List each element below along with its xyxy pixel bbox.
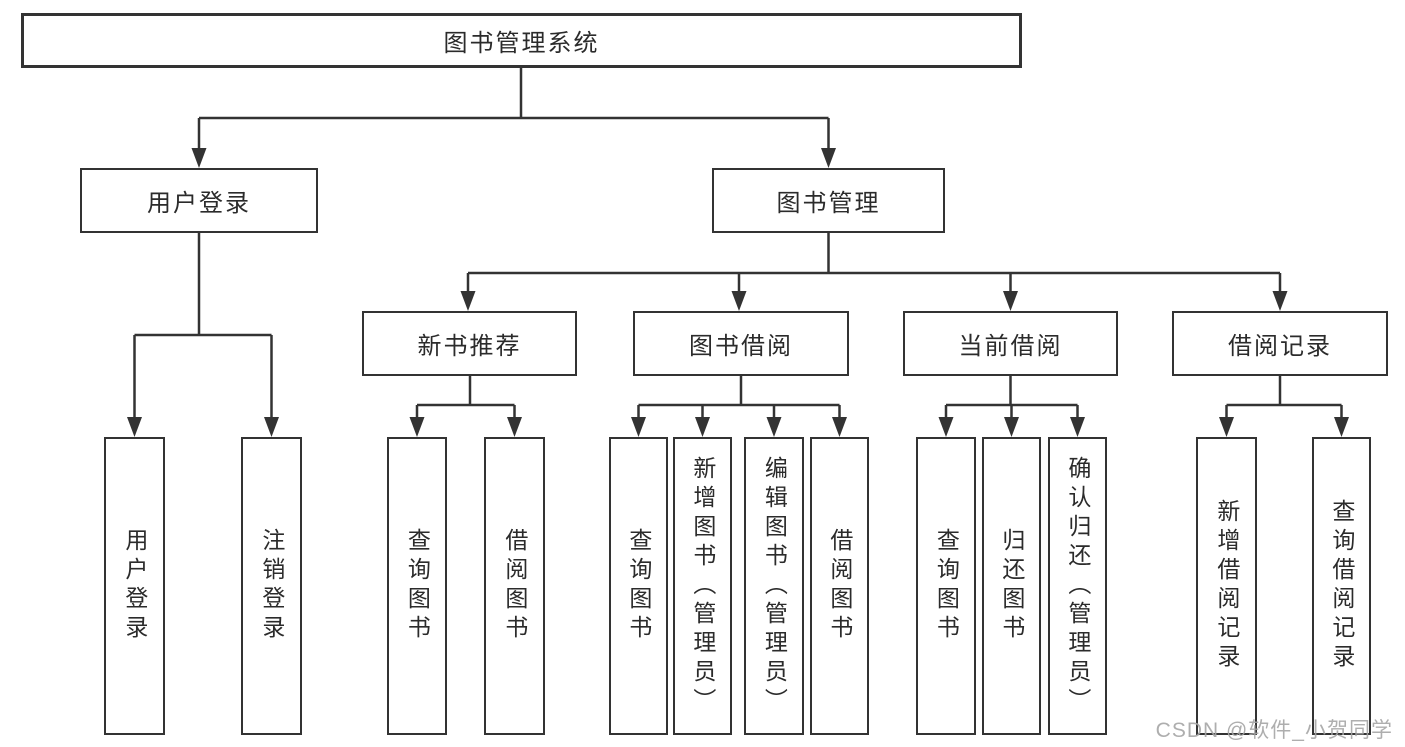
leaf-logout: 注销登录 <box>241 437 302 735</box>
node-book-management-label: 图书管理 <box>776 190 881 217</box>
node-user-login: 用户登录 <box>80 168 318 233</box>
leaf-logout-label: 注销登录 <box>258 528 285 644</box>
node-new-book-recommend: 新书推荐 <box>362 311 577 376</box>
node-user-login-label: 用户登录 <box>147 190 251 217</box>
leaf-query-books-borrow-label: 查询图书 <box>625 528 652 644</box>
arrowheads <box>127 148 1349 437</box>
leaf-user-login: 用户登录 <box>104 437 165 735</box>
node-root-label: 图书管理系统 <box>443 30 600 57</box>
leaf-add-borrow-record: 新增借阅记录 <box>1196 437 1257 735</box>
leaf-edit-books-admin-label: 编辑图书（管理员） <box>761 455 788 717</box>
leaf-borrow-books-label: 借阅图书 <box>826 528 853 644</box>
leaf-query-books-current: 查询图书 <box>916 437 976 735</box>
leaf-query-books-recommend: 查询图书 <box>387 437 447 735</box>
node-current-borrow: 当前借阅 <box>903 311 1118 376</box>
leaf-query-borrow-record: 查询借阅记录 <box>1312 437 1371 735</box>
node-new-book-recommend-label: 新书推荐 <box>417 333 522 360</box>
node-borrow-record: 借阅记录 <box>1172 311 1388 376</box>
node-borrow-record-label: 借阅记录 <box>1228 333 1332 360</box>
leaf-confirm-return-admin: 确认归还（管理员） <box>1048 437 1107 735</box>
leaf-edit-books-admin: 编辑图书（管理员） <box>744 437 804 735</box>
node-book-borrow: 图书借阅 <box>633 311 849 376</box>
leaf-add-books-admin-label: 新增图书（管理员） <box>689 455 716 717</box>
leaf-borrow-books-recommend-label: 借阅图书 <box>501 528 528 644</box>
leaf-return-books: 归还图书 <box>982 437 1041 735</box>
leaf-add-books-admin: 新增图书（管理员） <box>673 437 732 735</box>
leaf-query-books-recommend-label: 查询图书 <box>404 528 431 644</box>
leaf-borrow-books-recommend: 借阅图书 <box>484 437 545 735</box>
node-root: 图书管理系统 <box>21 13 1022 68</box>
node-book-borrow-label: 图书借阅 <box>689 333 793 360</box>
leaf-add-borrow-record-label: 新增借阅记录 <box>1213 499 1240 673</box>
leaf-confirm-return-admin-label: 确认归还（管理员） <box>1064 455 1091 717</box>
leaf-borrow-books: 借阅图书 <box>810 437 869 735</box>
connector-strokes <box>133 68 1343 419</box>
node-current-borrow-label: 当前借阅 <box>958 333 1063 360</box>
leaf-user-login-label: 用户登录 <box>121 528 148 644</box>
leaf-return-books-label: 归还图书 <box>998 528 1025 644</box>
leaf-query-borrow-record-label: 查询借阅记录 <box>1328 499 1355 673</box>
leaf-query-books-current-label: 查询图书 <box>933 528 960 644</box>
node-book-management: 图书管理 <box>712 168 945 233</box>
csdn-watermark: CSDN @软件_小贺同学 <box>1155 719 1393 742</box>
leaf-query-books-borrow: 查询图书 <box>609 437 668 735</box>
